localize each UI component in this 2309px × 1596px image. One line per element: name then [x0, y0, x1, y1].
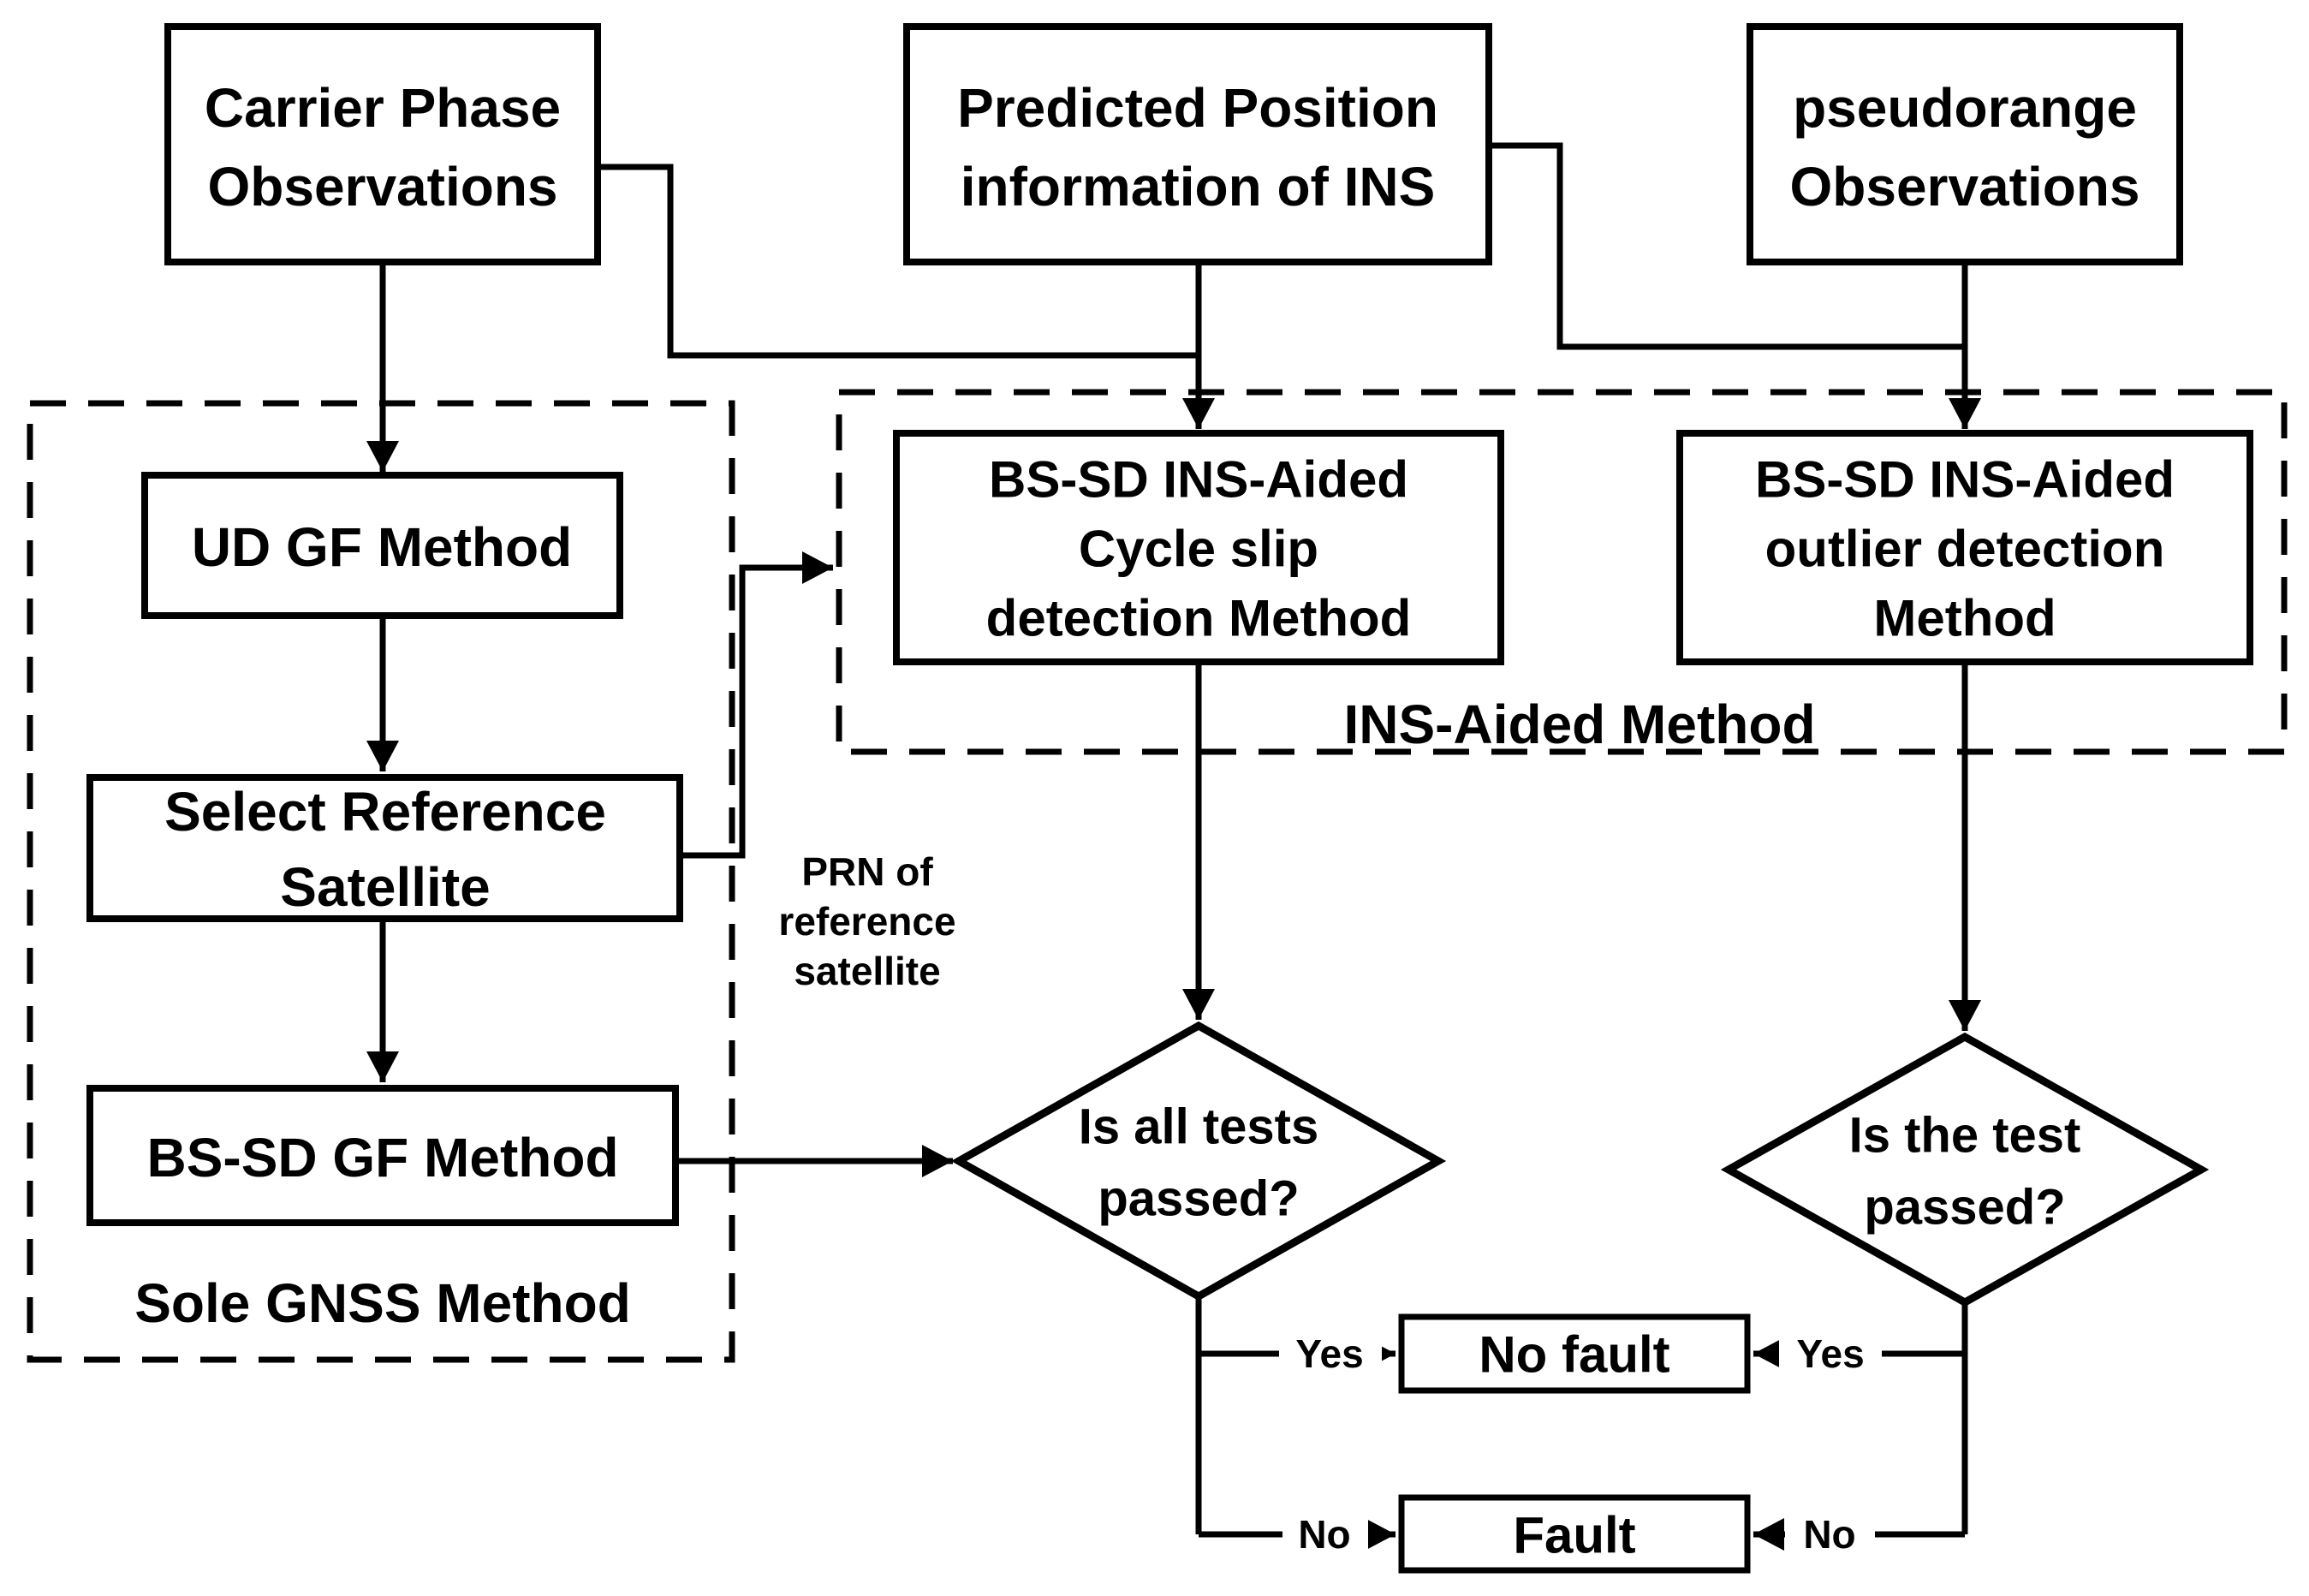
outlier-detection-label-line1: BS-SD INS-Aided: [1755, 451, 2175, 509]
cycle-slip-label-line3: detection Method: [986, 590, 1412, 647]
prn-label-line3: satellite: [794, 949, 940, 993]
node-select-reference: Select Reference Satellite: [86, 774, 683, 922]
yes-left-label: Yes: [1295, 1331, 1363, 1376]
ins-aided-region-label: INS-Aided Method: [1343, 694, 1815, 755]
no-left-patch: [1282, 1509, 1368, 1560]
node-fault: Fault: [1398, 1494, 1751, 1574]
pseudorange-box: [1747, 23, 2183, 265]
node-predicted-position: Predicted Position information of INS: [903, 23, 1492, 265]
bssd-gf-box: [86, 1085, 679, 1226]
prn-annotation: PRN of reference satellite: [778, 849, 955, 993]
decision-right-diamond: [1720, 1032, 2210, 1307]
edge-select-prn-to-insaided: [680, 551, 833, 859]
predicted-position-box: [903, 23, 1492, 265]
outlier-detection-label-line3: Method: [1873, 590, 2056, 647]
edge-carrier-to-cycleslip: [598, 164, 1199, 359]
decision-right-label-line1: Is the test: [1849, 1108, 2081, 1164]
ins-aided-region-border: [836, 389, 2288, 755]
decision-right-label-line2: passed?: [1864, 1180, 2065, 1236]
branch-labels: Yes No Yes No: [1279, 1328, 1882, 1560]
node-carrier-phase: Carrier Phase Observations: [164, 23, 601, 265]
carrier-phase-label-line1: Carrier Phase: [205, 77, 561, 139]
no-right-patch: [1785, 1509, 1875, 1560]
decision-left-diamond: [950, 1021, 1447, 1301]
edge-predicted-to-outlier: [1489, 142, 1965, 350]
prn-label-line2: reference: [778, 899, 955, 944]
select-reference-label-line2: Satellite: [280, 856, 490, 918]
no-left-label: No: [1298, 1512, 1350, 1557]
yes-right-label: Yes: [1796, 1331, 1864, 1376]
pseudorange-label-line1: pseudorange: [1793, 77, 2137, 139]
prn-label-line1: PRN of: [801, 849, 933, 894]
outlier-detection-box: [1676, 430, 2253, 665]
node-ud-gf: UD GF Method: [141, 472, 623, 619]
yes-left-patch: [1279, 1328, 1382, 1379]
node-cycle-slip: BS-SD INS-Aided Cycle slip detection Met…: [893, 430, 1504, 665]
cycle-slip-box: [893, 430, 1504, 665]
fault-label: Fault: [1513, 1507, 1635, 1564]
no-right-label: No: [1803, 1512, 1855, 1557]
outlier-detection-label-line2: outlier detection: [1765, 521, 2165, 578]
select-reference-box: [86, 774, 683, 922]
predicted-position-label-line2: information of INS: [961, 156, 1436, 217]
bssd-gf-label: BS-SD GF Method: [146, 1127, 618, 1188]
sole-gnss-region-label: Sole GNSS Method: [134, 1272, 631, 1334]
carrier-phase-label-line2: Observations: [207, 156, 557, 217]
node-no-fault: No fault: [1398, 1313, 1751, 1394]
yes-right-patch: [1779, 1328, 1882, 1379]
cycle-slip-label-line2: Cycle slip: [1079, 521, 1318, 578]
fault-box: [1398, 1494, 1751, 1574]
decision-left-label-line1: Is all tests: [1079, 1099, 1318, 1155]
carrier-phase-box: [164, 23, 601, 265]
select-reference-label-line1: Select Reference: [164, 781, 606, 843]
ud-gf-box: [141, 472, 623, 619]
node-bssd-gf: BS-SD GF Method: [86, 1085, 679, 1226]
decision-left-label-line2: passed?: [1098, 1171, 1299, 1227]
pseudorange-label-line2: Observations: [1789, 156, 2139, 217]
predicted-position-label-line1: Predicted Position: [957, 77, 1438, 139]
ud-gf-label: UD GF Method: [192, 516, 572, 578]
cycle-slip-label-line1: BS-SD INS-Aided: [989, 451, 1408, 509]
decision-right: Is the test passed?: [1720, 1032, 2210, 1307]
node-pseudorange: pseudorange Observations: [1747, 23, 2183, 265]
no-fault-label: No fault: [1479, 1326, 1669, 1384]
decision-left: Is all tests passed?: [950, 1021, 1447, 1301]
node-outlier-detection: BS-SD INS-Aided outlier detection Method: [1676, 430, 2253, 665]
no-fault-box: [1398, 1313, 1751, 1394]
